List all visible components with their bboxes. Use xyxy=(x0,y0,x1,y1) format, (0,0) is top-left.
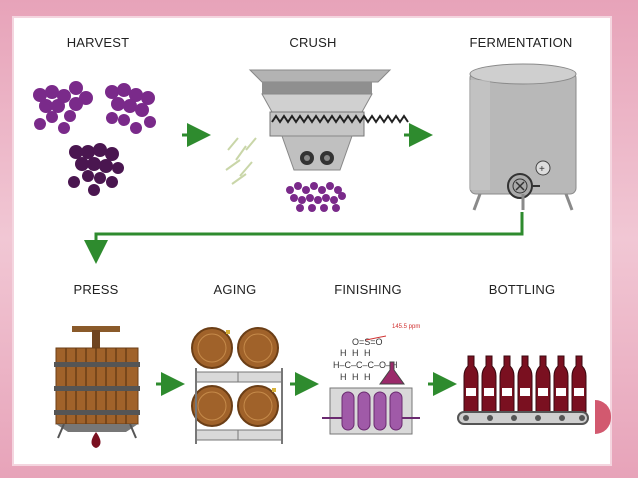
label-finishing: FINISHING xyxy=(334,282,402,297)
svg-text:H: H xyxy=(352,348,359,358)
label-aging: AGING xyxy=(213,282,257,297)
svg-text:H: H xyxy=(352,372,359,382)
svg-text:H: H xyxy=(364,348,371,358)
label-fermentation: FERMENTATION xyxy=(469,35,573,50)
arrow-fermentation-press xyxy=(84,212,524,264)
label-crush: CRUSH xyxy=(289,35,337,50)
svg-text:H–C–C–C–O–H: H–C–C–C–O–H xyxy=(333,360,398,370)
label-bottling: BOTTLING xyxy=(488,282,556,297)
so2-formula: O=S=O xyxy=(352,337,383,347)
svg-text:+: + xyxy=(539,164,545,175)
crusher-illustration xyxy=(225,69,409,212)
wine-press-illustration xyxy=(54,326,140,448)
svg-text:H: H xyxy=(340,348,347,358)
barrels-illustration xyxy=(191,327,283,444)
so2-annotation: 145.5 ppm xyxy=(392,324,420,330)
slide-decoration-tab xyxy=(595,400,611,434)
svg-text:H: H xyxy=(364,372,371,382)
svg-text:H: H xyxy=(340,372,347,382)
label-press: PRESS xyxy=(73,282,119,297)
grapes-illustration xyxy=(33,81,156,196)
fermentation-tank-illustration: + xyxy=(469,63,577,211)
bottles-illustration xyxy=(457,355,589,425)
label-harvest: HARVEST xyxy=(66,35,130,50)
